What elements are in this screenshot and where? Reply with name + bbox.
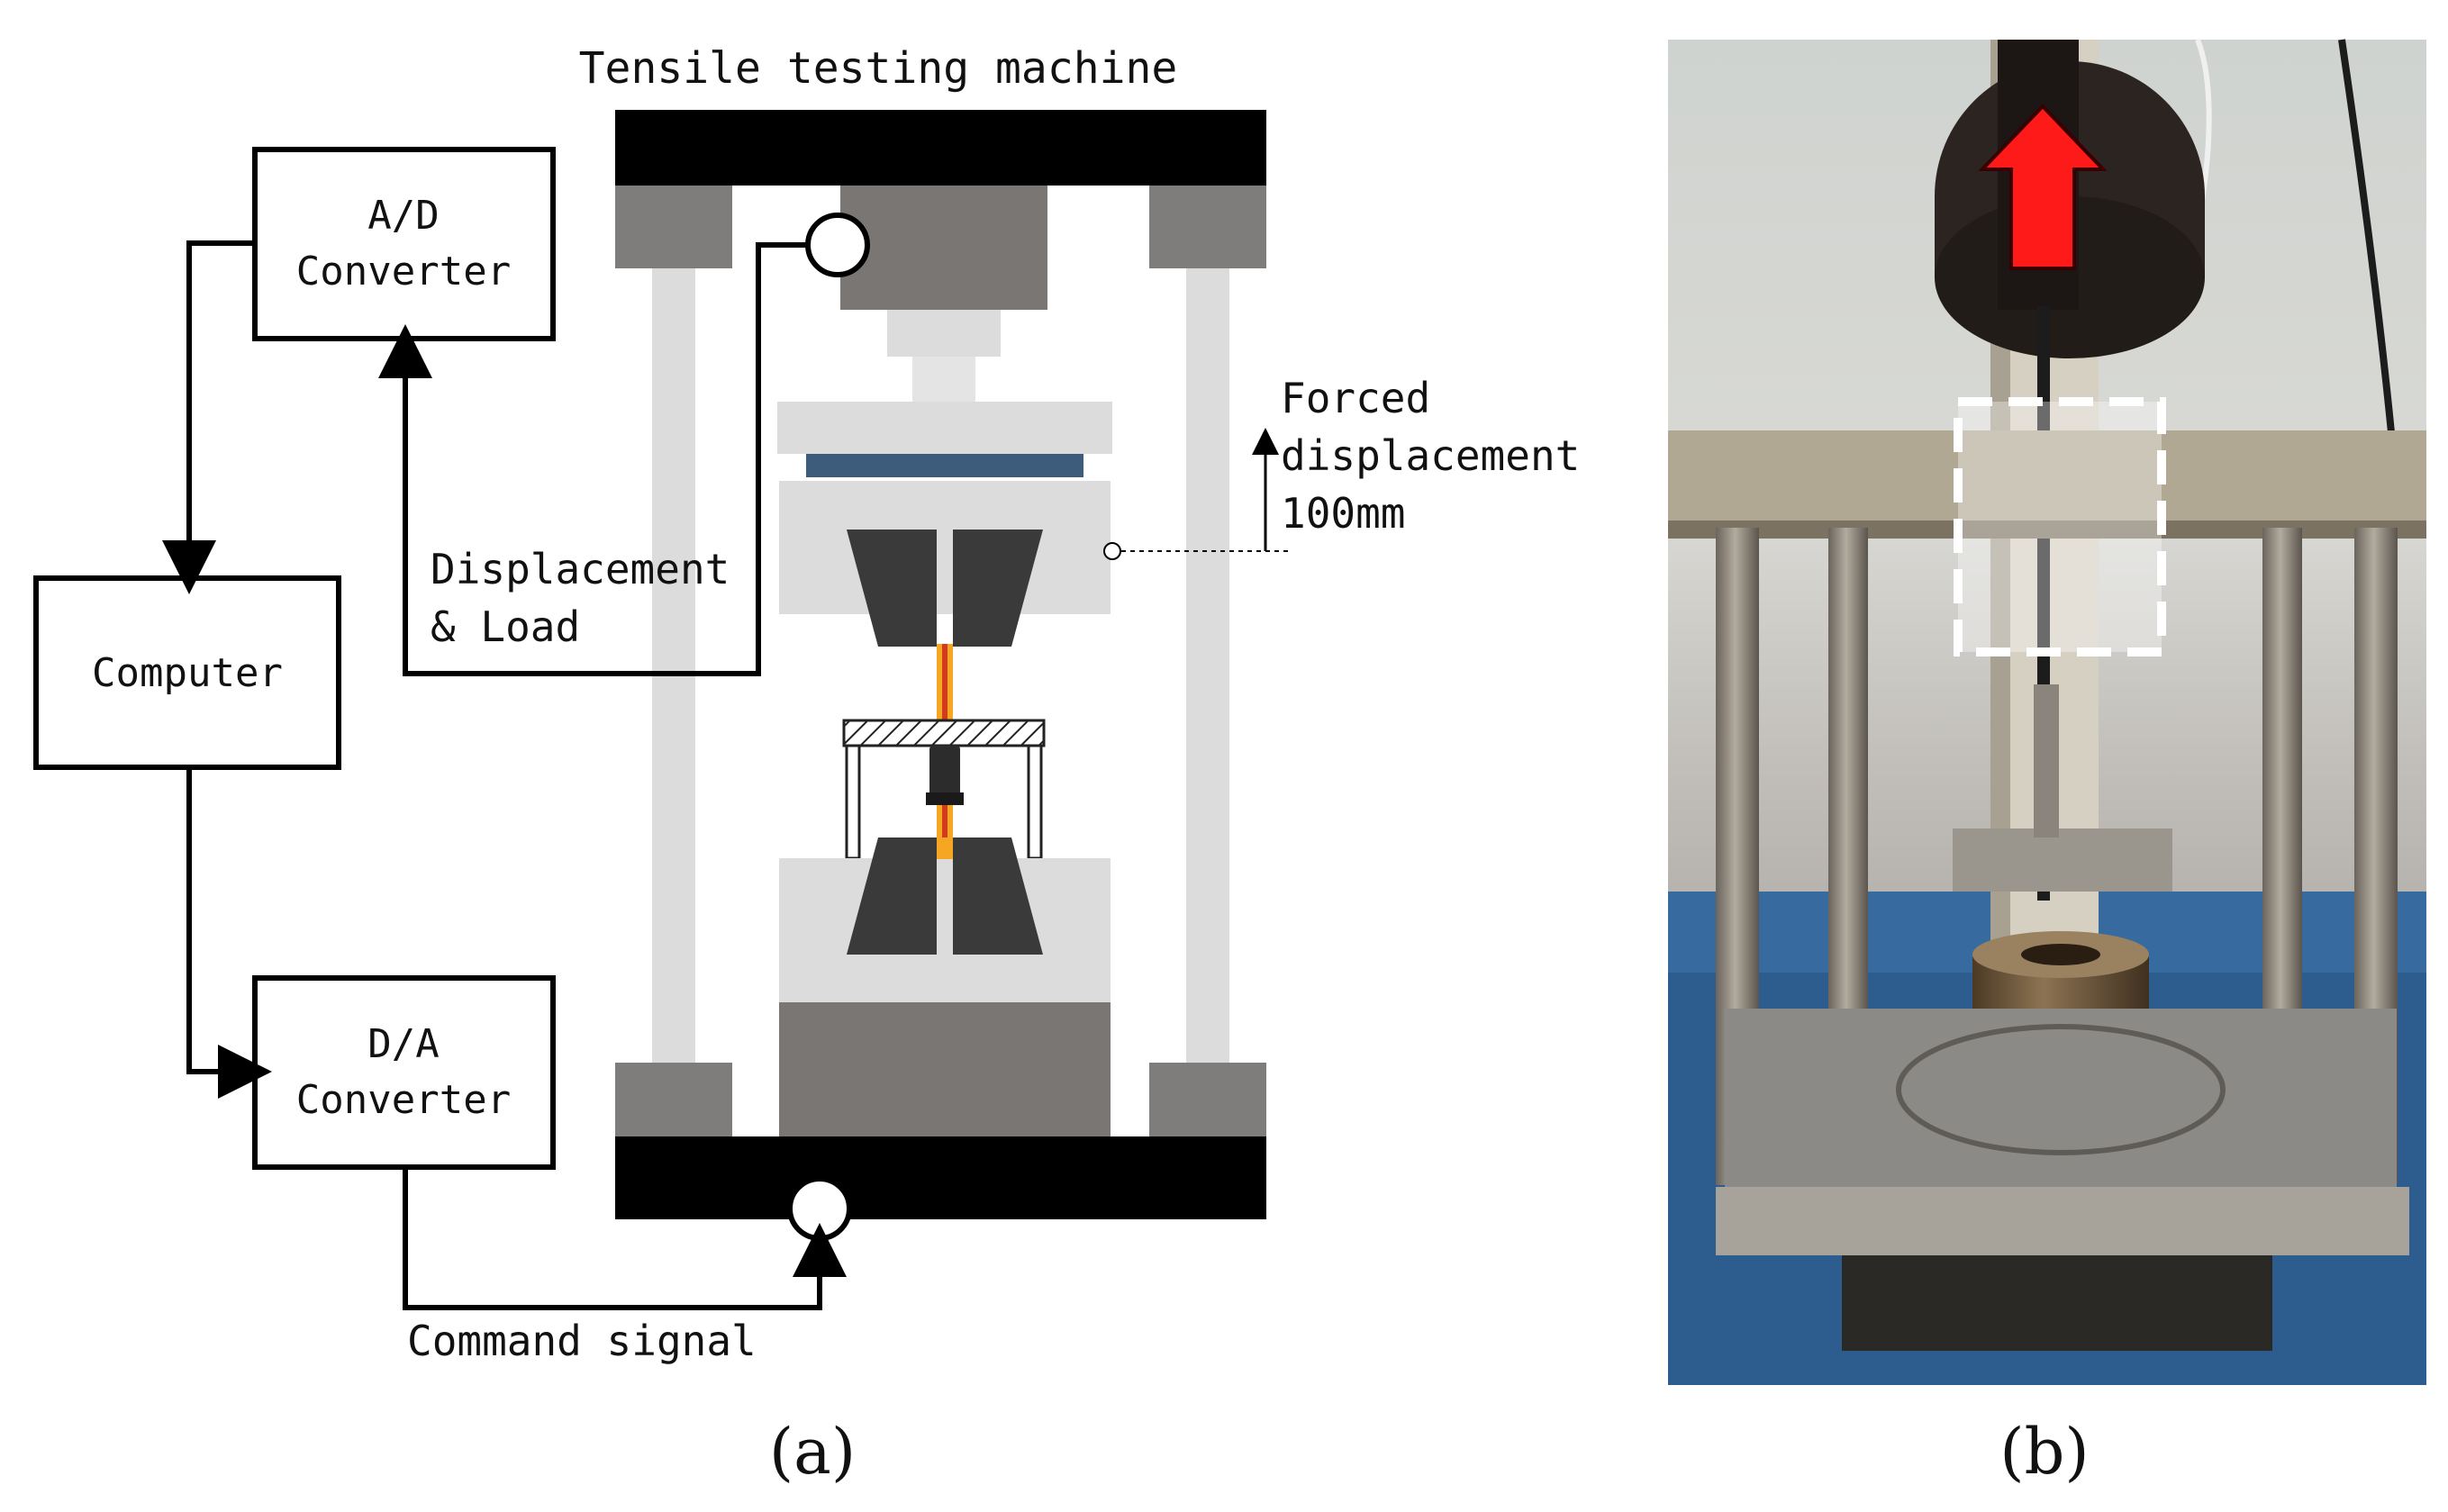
column-cap-top-right [1149, 186, 1266, 268]
load-cell-neck [887, 310, 1001, 357]
feedback-label-line1: Displacement [431, 545, 730, 593]
panel-a-schematic: Tensile testing machine [33, 43, 1580, 1489]
line-load-to-ad [378, 242, 808, 676]
line-computer-to-da [186, 767, 272, 1099]
lower-wedge-left [847, 837, 937, 955]
caption-b: (b) [1999, 1415, 2089, 1489]
caption-a: (a) [769, 1415, 856, 1489]
forced-label-line2: displacement [1281, 431, 1580, 480]
blue-pad [806, 454, 1083, 477]
forced-label-line1: Forced [1281, 374, 1430, 422]
lower-grip-housing [779, 858, 1111, 1002]
ad-converter-line2: Converter [296, 249, 511, 294]
base-plate-ring [1896, 1024, 2226, 1155]
highlight-region [1954, 397, 2166, 656]
ad-converter-box [252, 147, 556, 341]
upper-wedge-right [953, 530, 1043, 647]
base-foot [1842, 1255, 2272, 1351]
column-cap-bottom-left [615, 1063, 732, 1136]
red-arrow-icon [1978, 104, 2108, 270]
upper-plate [777, 402, 1112, 454]
base-plate [1725, 1009, 2397, 1198]
da-converter-box [252, 975, 556, 1170]
upper-grip-housing [779, 481, 1111, 614]
column-left [652, 268, 695, 1063]
feedback-label-line2: & Load [431, 602, 580, 651]
forced-label-line3: 100mm [1281, 489, 1405, 538]
fixture-connector-ring [926, 792, 964, 805]
load-sensor-circle [805, 213, 870, 277]
upper-wedge-left [847, 530, 937, 647]
actuator-block [779, 1002, 1111, 1136]
fixture-leg-right [1027, 744, 1043, 860]
forced-anchor-dot [1103, 542, 1121, 560]
line-ad-to-computer [162, 240, 255, 594]
load-cell-block [840, 186, 1047, 310]
line-da-to-actuator [403, 1167, 847, 1310]
load-cell-stem [912, 357, 975, 402]
fixture-stem [2034, 684, 2059, 837]
machine-title: Tensile testing machine [579, 43, 1178, 94]
lower-wedge-right [953, 837, 1043, 955]
top-crossbeam [615, 110, 1266, 186]
da-converter-line2: Converter [296, 1077, 511, 1123]
specimen-lower [937, 837, 953, 859]
command-label: Command signal [407, 1317, 757, 1365]
ad-converter-line1: A/D [367, 193, 439, 239]
column-right [1186, 268, 1229, 1063]
column-cap-top-left [615, 186, 732, 268]
panel-b-photo: (b) [1668, 38, 2426, 1489]
computer-label: Computer [92, 650, 283, 696]
fixture-plate [1953, 828, 2172, 892]
base-plate-bottom [1716, 1187, 2409, 1255]
bronze-cylinder-bore [2021, 944, 2100, 965]
column-cap-bottom-right [1149, 1063, 1266, 1136]
fixture-connector [929, 746, 960, 798]
photo-top-plate [1668, 430, 2426, 528]
fixture-hatched-bar [842, 719, 1046, 747]
cable [2338, 39, 2395, 433]
fixture-leg-left [845, 744, 861, 860]
actuator-sensor-circle [787, 1176, 852, 1241]
bottom-crossbeam [615, 1136, 1266, 1219]
da-converter-line1: D/A [367, 1021, 439, 1067]
